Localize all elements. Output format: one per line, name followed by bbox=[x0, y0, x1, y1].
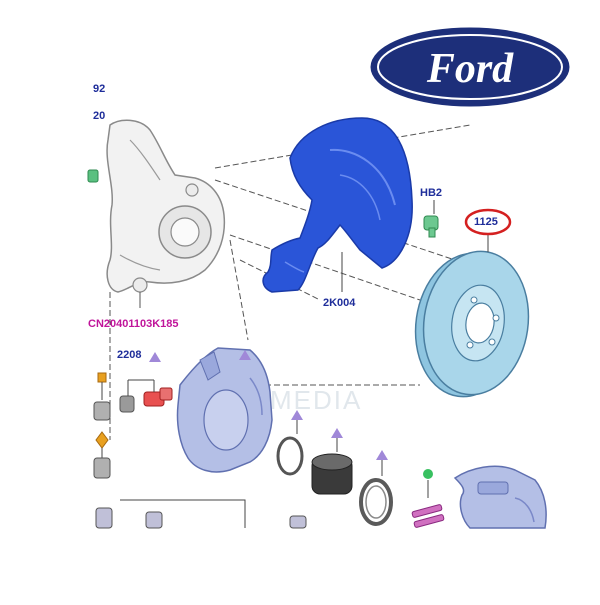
ref-label-hb2: HB2 bbox=[420, 187, 443, 199]
brake-pad-clips bbox=[411, 469, 445, 528]
caliper-bolt-assembly bbox=[93, 352, 173, 421]
highlight-ring bbox=[464, 208, 512, 236]
dust-boot bbox=[359, 450, 393, 526]
ref-label-2k004: 2K004 bbox=[323, 297, 356, 309]
brake-caliper bbox=[176, 347, 273, 473]
brake-splash-shield bbox=[262, 117, 413, 293]
ford-logo: Ford bbox=[370, 27, 570, 107]
ref-label-1125: 1125 bbox=[474, 216, 498, 228]
caliper-piston bbox=[311, 428, 353, 495]
corner-parts bbox=[289, 515, 307, 529]
piston-seal bbox=[276, 410, 304, 476]
caliper-carrier bbox=[453, 465, 547, 529]
knuckle-part-number: CN20401103K185 bbox=[88, 318, 179, 330]
brake-disc bbox=[414, 234, 530, 398]
guide-pin-parts bbox=[93, 431, 246, 529]
watermark: MEDIA bbox=[270, 385, 363, 415]
screw-hb2 bbox=[423, 200, 439, 238]
steering-knuckle bbox=[106, 119, 226, 308]
ref-label-2208: 2208 bbox=[117, 349, 142, 361]
ford-logo-text: Ford bbox=[426, 46, 514, 92]
green-clip bbox=[87, 169, 99, 183]
ref-label-92: 92 bbox=[93, 83, 106, 95]
ref-label-20: 20 bbox=[93, 110, 106, 122]
